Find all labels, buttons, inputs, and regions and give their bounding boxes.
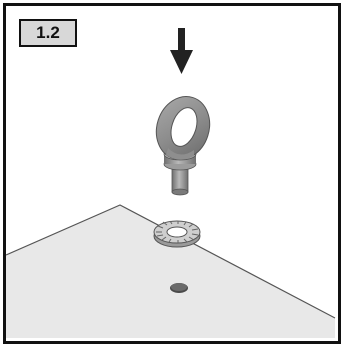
down-arrow-icon — [170, 28, 193, 74]
serrated-washer-icon — [154, 221, 200, 247]
mounting-hole-icon — [170, 283, 188, 293]
eye-bolt-icon — [148, 90, 217, 195]
